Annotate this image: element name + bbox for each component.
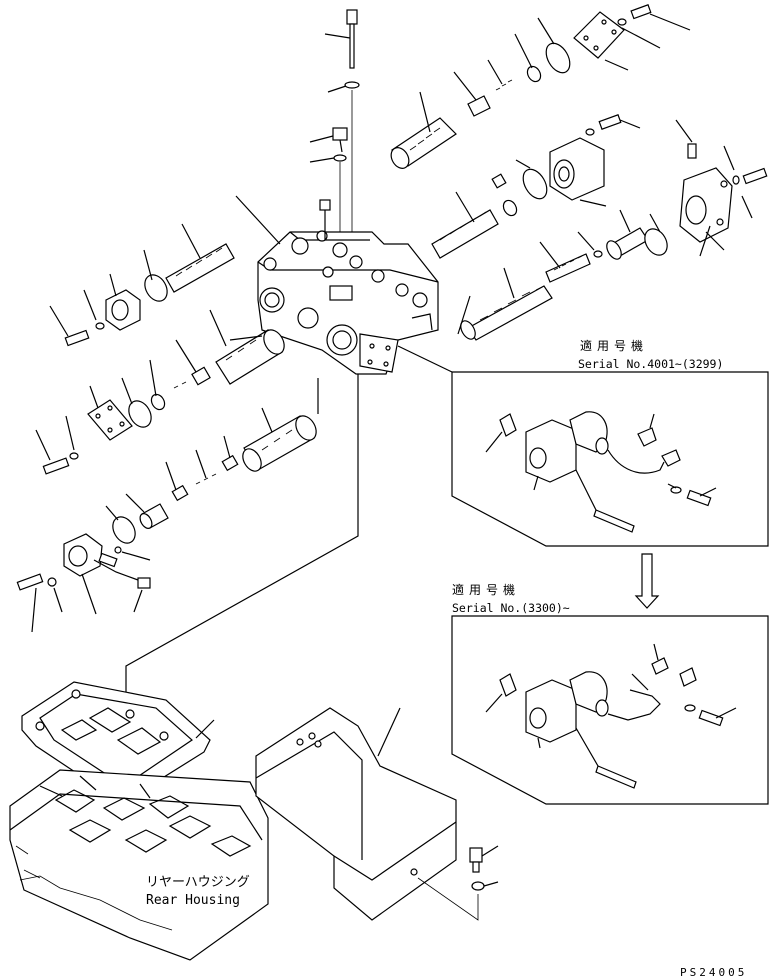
left-upper-spring — [143, 223, 235, 302]
body-stud — [319, 199, 331, 240]
rear-housing-label-en: Rear Housing — [146, 893, 240, 908]
inset-top-label-jp: 適用号機 — [580, 338, 648, 353]
inset-bottom-solenoid — [485, 643, 737, 789]
inset-top-solenoid — [485, 411, 717, 533]
rear-housing — [9, 769, 269, 961]
guard-bolt — [417, 845, 499, 921]
valve-body — [235, 195, 439, 375]
inset-bottom-label-jp: 適用号機 — [452, 582, 520, 597]
left-lower-cover — [16, 505, 151, 633]
arrow-down — [634, 553, 660, 609]
left-lower-spools — [125, 378, 319, 529]
inset-top-serial: Serial No.4001~(3299) — [578, 357, 723, 371]
figure-code: PS24005 — [680, 966, 747, 979]
upper-spring-set — [390, 17, 571, 169]
gasket — [21, 681, 215, 803]
small-bolt — [309, 127, 348, 163]
inset-bottom-frame — [451, 615, 769, 805]
left-upper-cover — [49, 273, 141, 347]
rear-housing-label-jp: リヤーハウジング — [146, 875, 250, 890]
top-washer — [327, 81, 360, 93]
mid-spring-set — [431, 191, 668, 341]
upper-cover-plate — [573, 4, 691, 71]
guard-plate — [255, 707, 457, 921]
sleeve-cover — [491, 114, 641, 217]
inset-bottom-serial: Serial No.(3300)~ — [452, 601, 570, 615]
inset-top-frame — [451, 371, 769, 547]
top-long-bolt — [324, 9, 358, 69]
right-solenoid-cover — [675, 119, 768, 257]
left-cover-plate — [35, 385, 133, 475]
left-mid-spools — [121, 309, 285, 428]
